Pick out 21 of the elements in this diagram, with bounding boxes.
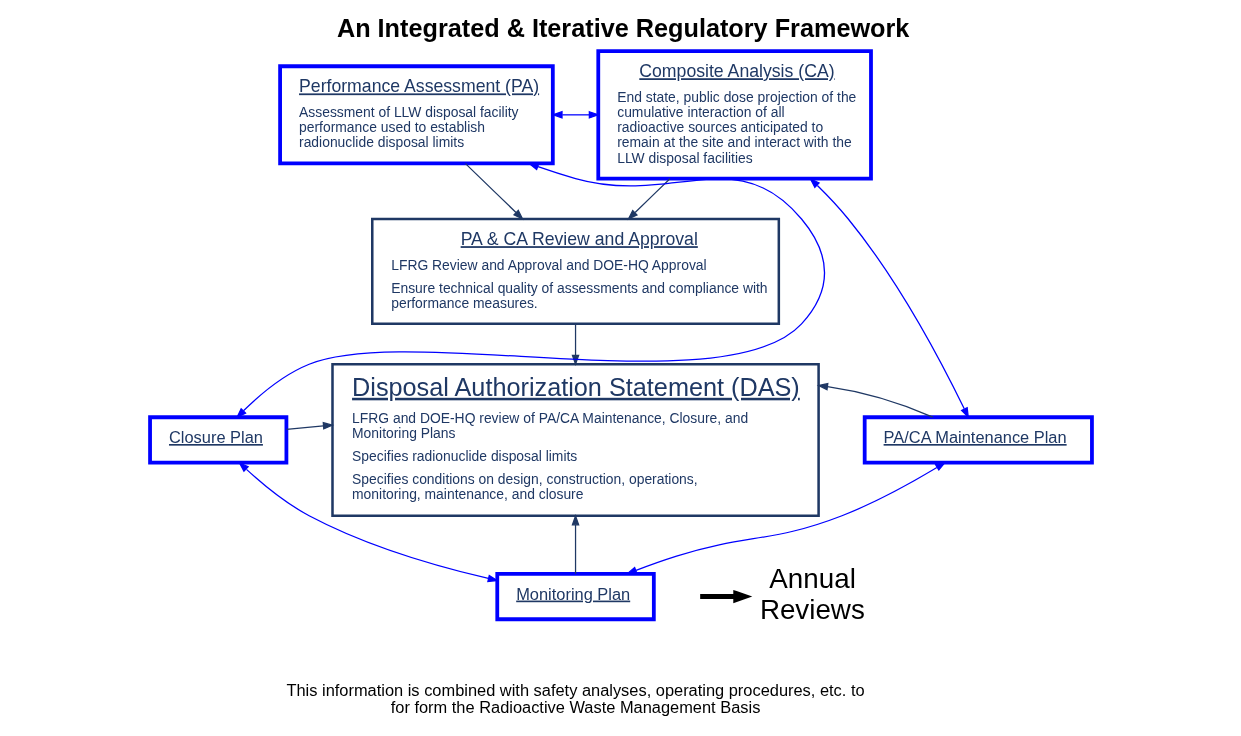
arrow xyxy=(464,162,524,221)
node-box: Composite Analysis (CA) End state, public dose projection of the cumulative interaction of all radioactive sources anticipated to remain at the site and interact with the LLW disposal facilities xyxy=(595,49,873,181)
arrow xyxy=(626,178,671,221)
arrow xyxy=(816,382,933,418)
node-box: Disposal Authorization Statement (DAS) LFRG and DOE-HQ review of PA/CA Maintenance, Closure, and Monitoring Plans Specifies radionuclide disposal limits Specifies conditions on design, construction, operations, monitoring, maintenance, and closure xyxy=(330,362,820,517)
node-box: Performance Assessment (PA) Assessment of LLW disposal facility performance used to establish radionuclide disposal limits xyxy=(277,64,555,166)
arrow xyxy=(625,461,946,575)
arrow xyxy=(237,461,499,583)
arrow xyxy=(285,421,334,431)
node-text: Annual Reviews xyxy=(759,563,865,625)
caption: This information is combined with safety analyses, operating procedures, etc. to for form the Radioactive Waste Management Basis xyxy=(285,680,865,717)
arrow xyxy=(699,589,752,604)
arrow xyxy=(571,514,580,575)
arrow xyxy=(571,323,580,367)
arrow xyxy=(808,177,969,419)
arrow xyxy=(235,162,825,419)
node-box: PA/CA Maintenance Plan xyxy=(862,415,1094,465)
node-box: PA & CA Review and Approval LFRG Review and Approval and DOE-HQ Approval Ensure technical quality of assessments and compliance with performance measures. xyxy=(370,217,780,326)
node-box: Monitoring Plan xyxy=(494,571,656,622)
diagram-title: An Integrated & Iterative Regulatory Framework xyxy=(336,14,909,43)
node-box: Closure Plan xyxy=(147,415,288,465)
